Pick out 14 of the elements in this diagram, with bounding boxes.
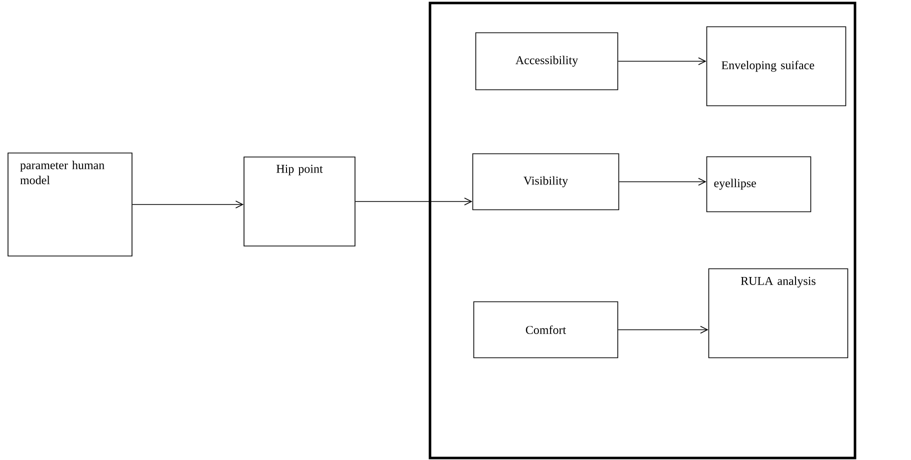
arrow [132,200,244,208]
process-box: eyellipse [706,156,812,212]
process-box: Comfort [473,301,618,358]
arrow [618,178,706,186]
process-box: Accessibility [475,32,618,90]
arrow [618,57,706,66]
process-box: Visibility [472,153,620,210]
group-frame [428,2,856,460]
process-box: parameter human model [8,152,132,256]
process-box: RULA analysis [708,268,848,358]
process-box: Hip point [244,156,356,246]
process-box: Enveloping suiface [706,26,846,106]
arrow [618,326,708,334]
arrow [355,198,472,206]
